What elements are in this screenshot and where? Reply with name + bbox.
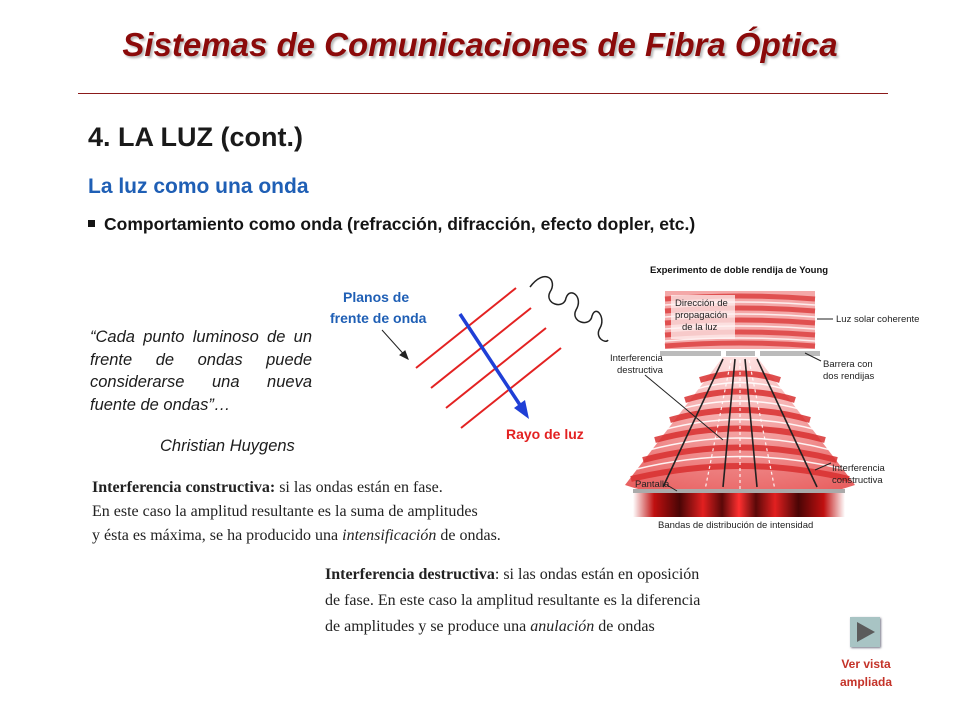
view-label-line1[interactable]: Ver vista (841, 657, 891, 671)
destructive-label-line2: destructiva (617, 365, 664, 376)
play-arrow-icon (857, 622, 875, 642)
barrier-label-line1: Barrera con (823, 359, 873, 370)
intensity-bands (633, 493, 845, 517)
page-title: Sistemas de Comunicaciones de Fibra Ópti… (122, 26, 838, 63)
wave-squiggle (529, 275, 609, 342)
huygens-quote: “Cada punto luminoso de un frente de ond… (90, 328, 312, 414)
direction-label-line1: Dirección de (675, 298, 728, 309)
constructive-label-line1: Interferencia (832, 463, 886, 474)
label-pointer-lines (644, 318, 833, 492)
destructive-label-line1: Interferencia (610, 353, 664, 364)
wavefront-pointer-arrow (381, 329, 409, 361)
constructive-line3: y ésta es máxima, se ha producido una in… (92, 527, 501, 544)
title-divider (78, 93, 888, 94)
screen (633, 489, 845, 493)
young-experiment-diagram: Experimento de doble rendija de Young Di… (610, 265, 919, 531)
bullet-square-icon (88, 220, 95, 227)
wavefront-line (460, 347, 562, 429)
bullet-text: Comportamiento como onda (refracción, di… (104, 214, 696, 234)
constructive-line2: En este caso la amplitud resultante es l… (92, 503, 478, 520)
wavefront-label-line2: frente de onda (330, 310, 427, 326)
destructive-line3: de amplitudes y se produce una anulación… (325, 618, 655, 635)
bands-label: Bandas de distribución de intensidad (658, 520, 813, 531)
interference-pattern (625, 357, 855, 504)
coherent-light-label: Luz solar coherente (836, 314, 919, 325)
barrier-label-line2: dos rendijas (823, 371, 874, 382)
screen-label: Pantalla (635, 479, 670, 490)
light-ray-arrow (458, 313, 529, 419)
view-enlarged-link[interactable]: Ver vista ampliada (820, 655, 912, 691)
wavefront-diagram: Planos de frente de onda Rayo de luz (330, 275, 609, 442)
view-label-line2[interactable]: ampliada (839, 675, 893, 689)
section-subheading: La luz como una onda (88, 175, 309, 198)
young-title: Experimento de doble rendija de Young (650, 265, 828, 276)
wavefront-line (415, 287, 517, 369)
constructive-label-line2: constructiva (832, 475, 883, 486)
direction-label-line3: de la luz (682, 322, 718, 333)
direction-label-box (671, 295, 735, 339)
direction-label-line2: propagación (675, 310, 727, 321)
wavefront-label-line1: Planos de (343, 289, 409, 305)
ray-label: Rayo de luz (506, 426, 584, 442)
section-heading: 4. LA LUZ (cont.) (88, 122, 303, 152)
destructive-line1: Interferencia destructiva: si las ondas … (325, 566, 700, 583)
bullet-item: Comportamiento como onda (refracción, di… (88, 214, 695, 235)
quote-author: Christian Huygens (160, 437, 295, 455)
constructive-line1: Interferencia constructiva: si las ondas… (92, 479, 443, 496)
double-slit-barrier (660, 351, 820, 356)
destructive-line2: de fase. En este caso la amplitud result… (325, 592, 701, 609)
view-enlarged-button[interactable] (850, 617, 880, 647)
